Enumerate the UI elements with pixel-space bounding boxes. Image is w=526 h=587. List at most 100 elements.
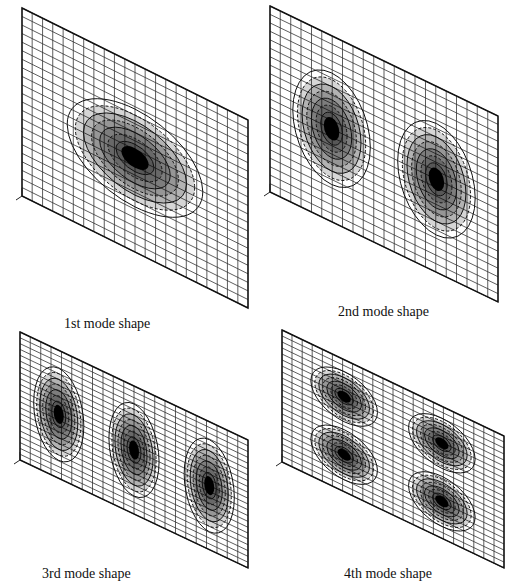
contour-ring <box>407 123 466 236</box>
mesh-line <box>282 450 504 556</box>
mesh-line <box>394 66 395 252</box>
peak-region <box>324 114 340 144</box>
contour-ring <box>67 76 203 241</box>
contour-ring <box>323 428 366 480</box>
plate-outline <box>282 330 504 568</box>
contour-ring <box>92 105 179 211</box>
contour-ring <box>202 469 216 501</box>
contour-ring <box>311 414 378 496</box>
contour-ring <box>100 115 171 201</box>
mesh-line <box>196 95 197 283</box>
contour-ring <box>37 363 81 465</box>
plate-panel <box>22 8 248 308</box>
contour-ring <box>293 54 371 203</box>
mode-caption: 3rd mode shape <box>40 566 133 582</box>
contour-ring <box>43 377 75 451</box>
contour-ring <box>319 424 370 486</box>
mesh-line <box>282 396 504 502</box>
mesh-line <box>175 406 176 534</box>
mesh-line <box>282 402 504 508</box>
contour-ring <box>316 99 347 159</box>
mesh-line <box>227 110 228 298</box>
contour-ring <box>409 460 476 542</box>
contour-ring <box>127 434 141 466</box>
peak-region <box>338 388 351 404</box>
contour-ring <box>413 407 472 479</box>
plate-outline <box>22 8 248 308</box>
contour-ring <box>184 428 234 544</box>
mesh-line <box>282 432 504 538</box>
contour-ring <box>421 475 464 527</box>
contour-ring <box>40 370 78 458</box>
contour-ring <box>112 399 156 501</box>
contour-ring <box>297 63 365 194</box>
mesh-line <box>487 111 488 297</box>
contour-ring <box>335 385 354 408</box>
mesh-line <box>463 417 464 549</box>
contour-ring <box>331 438 358 471</box>
peak-region <box>54 403 64 426</box>
contour-ring <box>429 485 456 518</box>
contour-ring <box>49 391 69 437</box>
contour-ring <box>46 384 72 444</box>
plate-panel <box>20 332 248 568</box>
contour-ring <box>425 480 460 523</box>
contour-ring <box>327 433 362 476</box>
contour-ring <box>319 365 370 427</box>
contour-ring <box>311 90 351 167</box>
contour-ring <box>116 135 154 181</box>
contour-ring <box>323 370 366 422</box>
contour-ring <box>190 442 228 530</box>
plate-outline <box>270 6 498 302</box>
contour-ring <box>402 114 470 245</box>
mesh-line <box>494 431 495 563</box>
mesh-line <box>483 426 484 558</box>
mesh-line <box>185 411 186 539</box>
contour-ring <box>416 141 456 218</box>
contour-ring <box>315 419 374 491</box>
contour-ring <box>429 427 456 460</box>
contour-ring <box>108 125 162 191</box>
mesh-line <box>206 100 207 288</box>
contour-ring <box>327 375 362 418</box>
mesh-line <box>237 115 238 303</box>
mode-caption: 2nd mode shape <box>336 304 431 320</box>
contour-ring <box>121 420 147 480</box>
contour-ring <box>83 95 186 220</box>
contour-ring <box>321 108 343 150</box>
peak-region <box>435 493 448 509</box>
peak-region <box>129 438 139 461</box>
mesh-line <box>477 106 478 292</box>
contour-ring <box>421 150 452 210</box>
contour-ring <box>75 85 194 230</box>
contour-ring <box>412 132 462 227</box>
plate-panel <box>270 6 498 302</box>
contour-ring <box>196 456 222 516</box>
mesh-line <box>473 422 474 554</box>
mesh-line <box>237 435 238 563</box>
mode-caption: 1st mode shape <box>62 316 152 332</box>
plate-outline <box>20 332 248 568</box>
mesh-line <box>282 408 504 514</box>
contour-ring <box>335 443 354 466</box>
peak-region <box>429 164 445 194</box>
contour-ring <box>118 413 150 487</box>
mesh-line <box>217 105 218 293</box>
contour-ring <box>199 462 219 508</box>
contour-ring <box>433 432 452 455</box>
peak-region <box>338 447 351 463</box>
peak-region <box>121 142 148 175</box>
contour-ring <box>417 412 468 474</box>
contour-ring <box>425 422 460 465</box>
contour-ring <box>109 392 159 508</box>
contour-ring <box>124 427 144 473</box>
mesh-line <box>22 188 248 300</box>
contour-ring <box>193 449 225 523</box>
axis-mark <box>14 452 20 464</box>
mode-caption: 4th mode shape <box>342 566 434 582</box>
contour-ring <box>413 465 472 537</box>
axis-mark <box>264 184 270 196</box>
peak-region <box>435 435 448 451</box>
contour-ring <box>421 417 464 469</box>
